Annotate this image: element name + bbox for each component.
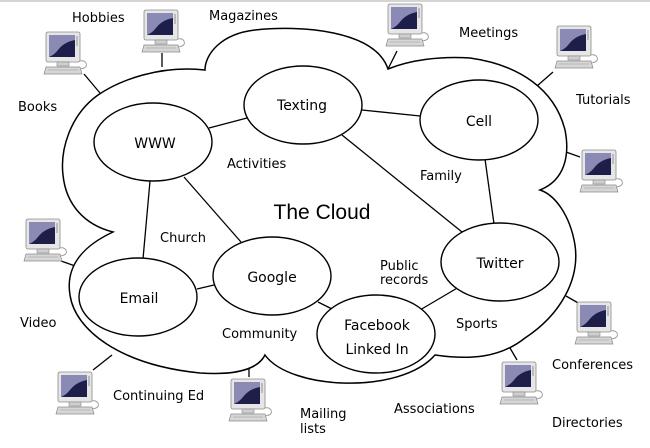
node-texting-oval	[243, 65, 363, 145]
label-tutorials: Tutorials	[575, 93, 631, 108]
connector-associations	[509, 347, 518, 361]
computer-connectors	[60, 50, 581, 377]
label-directories: Directories	[552, 416, 623, 431]
label-mailing-lists-line1: Mailing	[300, 407, 347, 422]
desktop-computer-icon	[55, 371, 99, 415]
node-email[interactable]: Email	[78, 257, 198, 337]
label-video: Video	[20, 316, 56, 331]
edge-cell-twitter	[484, 158, 495, 225]
connector-magazines	[387, 50, 398, 70]
desktop-computer-icon	[574, 301, 618, 345]
connector-tutorials-top	[536, 71, 554, 87]
diagram-title: The Cloud	[274, 201, 371, 224]
label-sports: Sports	[456, 317, 498, 332]
node-google-label: Google	[247, 270, 296, 286]
inner-labels: Activities Family Church Public records …	[160, 157, 498, 342]
node-facebook-linkedin[interactable]: Facebook Linked In	[316, 294, 436, 374]
node-email-oval	[78, 257, 198, 337]
label-community: Community	[222, 327, 298, 342]
label-church: Church	[160, 231, 206, 246]
edge-www-google	[183, 176, 242, 243]
node-facebook-label: Facebook	[344, 318, 411, 334]
node-texting-label: Texting	[276, 98, 327, 114]
node-google-oval	[212, 236, 332, 316]
label-magazines: Magazines	[209, 9, 278, 24]
node-twitter-oval	[440, 222, 560, 302]
edge-texting-cell	[361, 109, 421, 117]
desktop-computer-icon	[141, 9, 185, 53]
connector-books	[83, 73, 101, 94]
desktop-computer-icon	[43, 31, 87, 75]
label-public-records-line1: Public	[380, 259, 418, 274]
node-email-label: Email	[120, 291, 159, 307]
label-public-records-line2: records	[380, 273, 429, 288]
node-facebook-oval	[316, 294, 436, 374]
connector-continuing-ed	[92, 354, 113, 371]
node-twitter[interactable]: Twitter	[440, 222, 560, 302]
node-twitter-label: Twitter	[476, 256, 524, 272]
node-linkedin-label: Linked In	[345, 342, 408, 358]
node-edges	[142, 109, 495, 311]
edge-www-texting	[208, 117, 248, 129]
label-associations: Associations	[394, 402, 475, 417]
label-family: Family	[420, 169, 462, 184]
node-www-label: WWW	[134, 136, 176, 152]
desktop-computer-icon	[23, 218, 67, 262]
edge-facebook-twitter	[419, 286, 460, 311]
desktop-computer-icon	[554, 25, 598, 69]
edge-email-google	[196, 284, 215, 290]
desktop-computer-icon	[499, 361, 543, 405]
edge-texting-twitter	[341, 134, 463, 233]
desktop-computer-icon	[228, 378, 272, 422]
label-conferences: Conferences	[552, 358, 633, 373]
desktop-computer-icon	[579, 149, 623, 193]
label-activities: Activities	[227, 157, 287, 172]
node-texting[interactable]: Texting	[243, 65, 363, 145]
top-border	[0, 0, 650, 2]
connector-tutorials-bottom	[565, 151, 581, 158]
label-hobbies: Hobbies	[72, 11, 125, 26]
outer-labels: Hobbies Magazines Meetings Books Tutoria…	[18, 9, 633, 437]
node-cell[interactable]: Cell	[419, 79, 539, 161]
edge-www-email	[142, 180, 151, 260]
label-mailing-lists-line2: lists	[300, 422, 326, 437]
node-www[interactable]: WWW	[93, 102, 213, 182]
node-cell-label: Cell	[466, 114, 492, 130]
label-meetings: Meetings	[459, 26, 518, 41]
label-continuing-ed: Continuing Ed	[113, 389, 204, 404]
node-cell-oval	[419, 79, 539, 161]
label-books: Books	[18, 100, 57, 115]
node-www-oval	[93, 102, 213, 182]
node-google[interactable]: Google	[212, 236, 332, 316]
desktop-computer-icon	[385, 3, 429, 47]
